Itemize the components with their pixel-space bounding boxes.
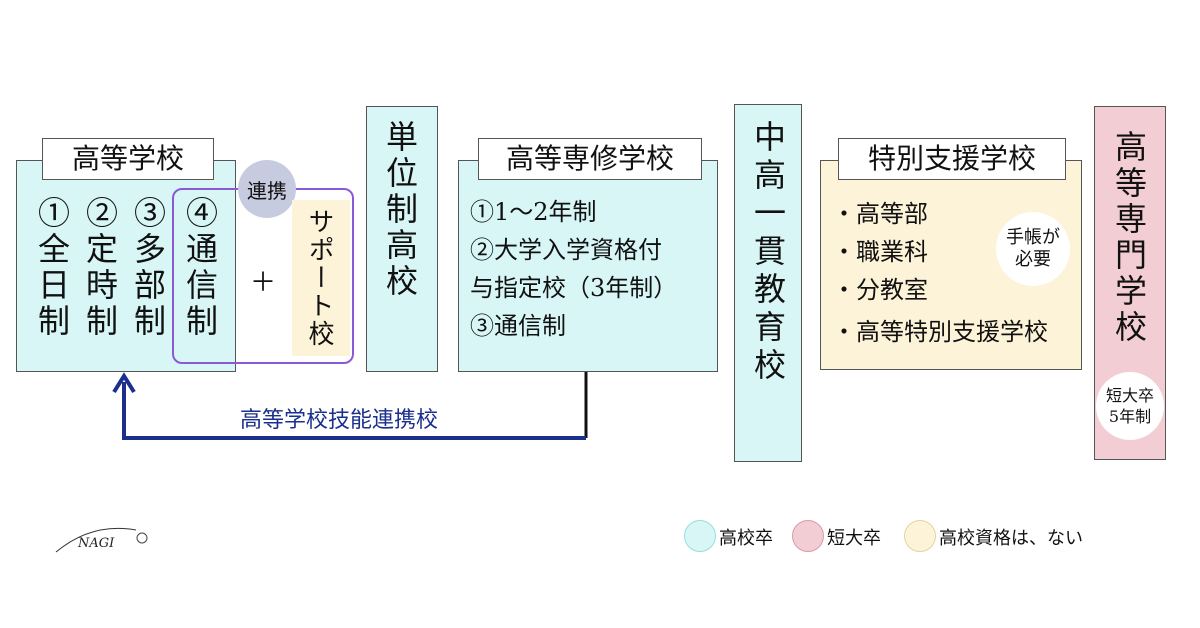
arrow-head xyxy=(112,372,136,394)
tokubetsu-item-1: ・高等部 xyxy=(832,200,928,228)
arrow-path xyxy=(122,382,586,440)
senmon-note-circle: 短大卒 5年制 xyxy=(1096,372,1164,440)
course-tsushin: ④通信制 xyxy=(181,196,219,340)
tokubetsu-item-2: ・職業科 xyxy=(832,238,928,266)
senmon-note-line2: 5年制 xyxy=(1108,407,1152,426)
techo-note-line2: 必要 xyxy=(1015,249,1051,270)
koto-gakko-box xyxy=(16,160,236,372)
senmon-label: 高等専門学校 xyxy=(1110,130,1148,346)
koto-gakko-title: 高等学校 xyxy=(42,138,214,180)
legend-label-none: 高校資格は、ない xyxy=(939,528,1083,549)
logo-text: NAGI xyxy=(77,536,115,551)
tokubetsu-item-3: ・分教室 xyxy=(832,276,928,304)
course-zennichi: ①全日制 xyxy=(33,196,71,340)
tanisei-label: 単位制高校 xyxy=(381,120,419,300)
gino-renkei-label: 高等学校技能連携校 xyxy=(240,408,439,433)
renkei-circle: 連携 xyxy=(238,160,296,218)
senshu-line-2: ②大学入学資格付 xyxy=(470,236,662,264)
legend-swatch-none xyxy=(904,520,936,552)
senshu-line-1: ①1～2年制 xyxy=(470,198,597,226)
tokubetsu-title: 特別支援学校 xyxy=(838,138,1066,180)
techo-note-circle: 手帳が 必要 xyxy=(996,212,1070,286)
senshu-title: 高等専修学校 xyxy=(478,138,702,180)
chuko-box xyxy=(734,104,802,462)
techo-note-line1: 手帳が xyxy=(1006,227,1060,248)
legend-label-koko: 高校卒 xyxy=(719,528,773,549)
support-school-label: サポート校 xyxy=(304,208,334,348)
logo-sun-icon xyxy=(136,532,148,544)
chuko-label: 中高一貫教育校 xyxy=(749,120,787,386)
tanisei-box xyxy=(366,106,438,372)
legend-swatch-koko xyxy=(684,520,716,552)
course-teiji: ②定時制 xyxy=(81,196,119,340)
plus-sign: ＋ xyxy=(250,268,277,298)
support-school-box xyxy=(292,200,350,356)
course-tabu: ③多部制 xyxy=(129,196,167,340)
legend-label-tandai: 短大卒 xyxy=(827,528,881,549)
senmon-note-line1: 短大卒 xyxy=(1105,386,1154,405)
senshu-line-3: 与指定校（3年制） xyxy=(470,274,678,302)
nagi-logo: NAGI xyxy=(55,527,148,553)
senshu-line-4: ③通信制 xyxy=(470,312,566,340)
tokubetsu-item-4: ・高等特別支援学校 xyxy=(832,318,1048,346)
logo-swoosh xyxy=(55,527,137,553)
renkei-label: 連携 xyxy=(247,178,287,203)
legend-swatch-tandai xyxy=(792,520,824,552)
